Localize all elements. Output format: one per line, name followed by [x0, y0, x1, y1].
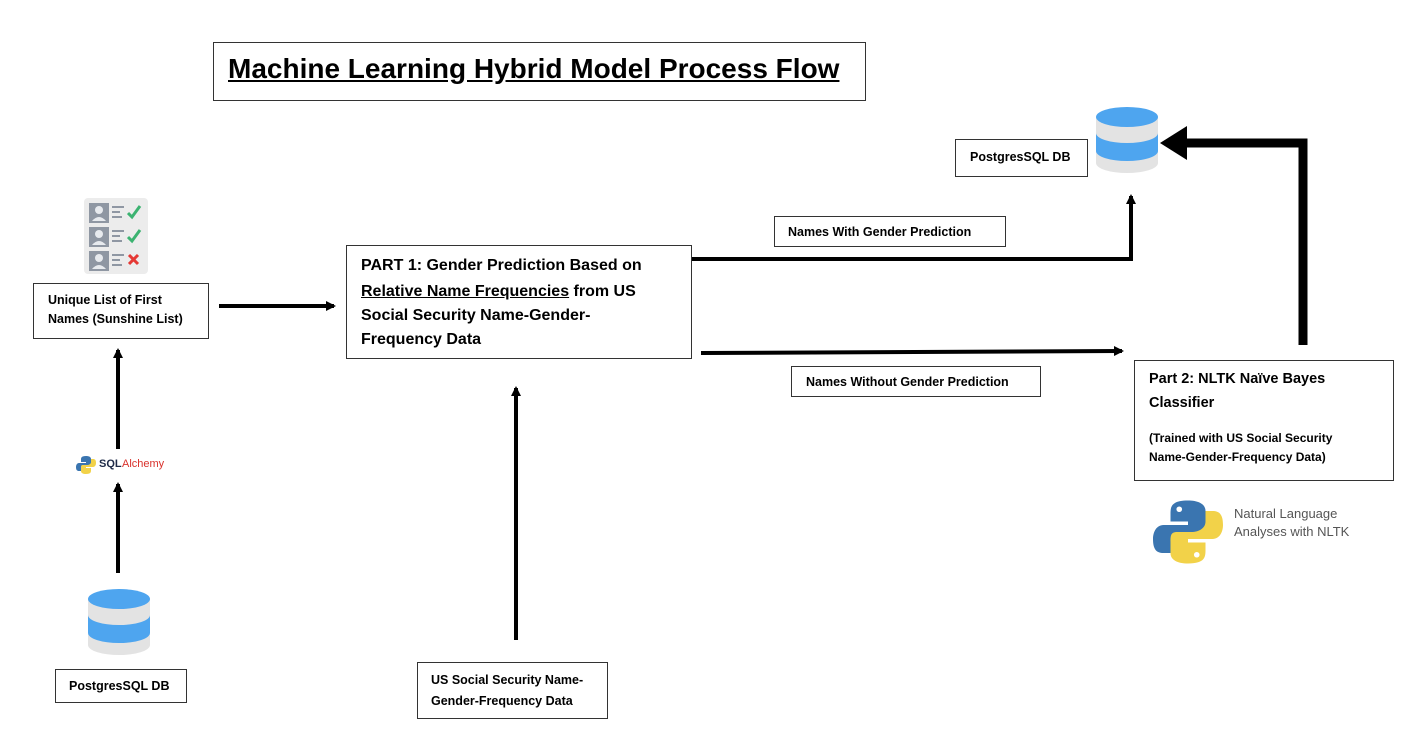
edge-label-without-gender: Names Without Gender Prediction — [791, 366, 1041, 397]
unique-names-line2: Names (Sunshine List) — [48, 312, 183, 326]
part2-line1: Part 2: NLTK Naïve Bayes — [1149, 371, 1326, 387]
ssa-data-node: US Social Security Name- Gender-Frequenc… — [417, 662, 608, 719]
part1-line4: Frequency Data — [361, 331, 482, 348]
title-box: Machine Learning Hybrid Model Process Fl… — [213, 42, 866, 101]
part1-line1: PART 1: Gender Prediction Based on — [361, 257, 642, 274]
ssa-data-line1: US Social Security Name- — [431, 673, 584, 687]
diagram-title: Machine Learning Hybrid Model Process Fl… — [228, 53, 840, 84]
nltk-line2: Analyses with NLTK — [1234, 524, 1350, 539]
unique-names-line1: Unique List of First — [48, 293, 162, 307]
part1-line2-rest: from US — [569, 283, 636, 300]
postgres-db-bottom-label: PostgresSQL DB — [69, 679, 170, 693]
arrow-part2-to-db — [1185, 138, 1308, 345]
python-logo-icon — [76, 456, 96, 474]
nltk-line1: Natural Language — [1234, 506, 1338, 521]
arrow-part1-to-db — [692, 194, 1136, 261]
part1-node: PART 1: Gender Prediction Based on Relat… — [346, 245, 692, 359]
part2-note2: Name-Gender-Frequency Data) — [1149, 450, 1326, 464]
unique-names-node: Unique List of First Names (Sunshine Lis… — [33, 283, 209, 339]
part1-line3: Social Security Name-Gender- — [361, 307, 591, 324]
ssa-data-line2: Gender-Frequency Data — [431, 694, 573, 708]
part2-line2: Classifier — [1149, 395, 1215, 411]
part2-node: Part 2: NLTK Naïve Bayes Classifier (Tra… — [1134, 360, 1394, 481]
sqlalchemy-sql-text: SQL — [99, 458, 122, 470]
edge-label-without-gender-text: Names Without Gender Prediction — [806, 375, 1009, 389]
sqlalchemy-logo: SQL Alchemy — [76, 454, 168, 476]
sqlalchemy-alchemy-text: Alchemy — [122, 458, 165, 470]
database-icon-bottom — [88, 589, 150, 655]
edge-label-with-gender: Names With Gender Prediction — [774, 216, 1006, 247]
python-logo-icon-large — [1153, 500, 1223, 564]
database-icon — [1096, 107, 1158, 173]
edge-label-with-gender-text: Names With Gender Prediction — [788, 225, 972, 239]
arrow-part2-to-db-head — [1160, 126, 1187, 160]
postgres-db-top-node: PostgresSQL DB — [955, 139, 1088, 177]
part1-line2: Relative Name Frequencies from US — [361, 283, 636, 301]
part2-note1: (Trained with US Social Security — [1149, 431, 1333, 445]
checklist-icon — [84, 198, 148, 274]
postgres-db-top-label: PostgresSQL DB — [970, 150, 1071, 164]
arrow-part1-to-part2 — [700, 346, 1124, 357]
part1-underlined-text: Relative Name Frequencies — [361, 283, 570, 300]
postgres-db-bottom-node: PostgresSQL DB — [55, 669, 187, 703]
